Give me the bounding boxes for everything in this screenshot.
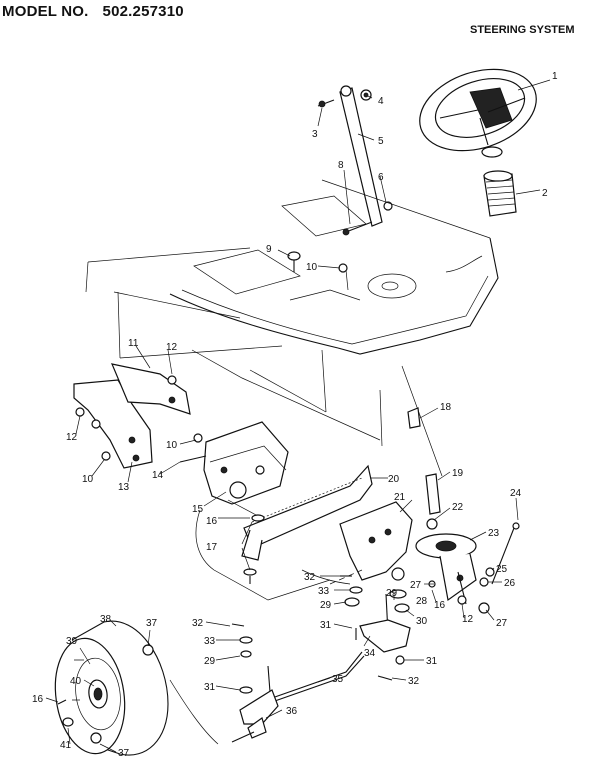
callout: 27 bbox=[496, 618, 508, 629]
frame-lines bbox=[169, 509, 351, 745]
callout-labels: 1 2 3 4 5 6 8 9 10 11 12 12 10 10 13 14 … bbox=[32, 71, 558, 759]
spindle-left bbox=[231, 623, 279, 743]
callout: 31 bbox=[204, 682, 216, 693]
lower-column-parts bbox=[407, 407, 441, 530]
steering-adapter bbox=[483, 170, 517, 217]
callout: 32 bbox=[192, 618, 204, 629]
callout: 26 bbox=[504, 578, 516, 589]
spindle-right bbox=[329, 567, 411, 681]
callout: 32 bbox=[408, 676, 420, 687]
callout: 16 bbox=[434, 600, 446, 611]
callout: 33 bbox=[204, 636, 216, 647]
callout: 12 bbox=[66, 432, 78, 443]
front-axle bbox=[227, 464, 413, 581]
callout: 29 bbox=[204, 656, 216, 667]
front-wheel bbox=[54, 620, 169, 756]
steering-wheel bbox=[419, 68, 537, 158]
model-label: MODEL NO. bbox=[2, 3, 89, 20]
callout: 13 bbox=[118, 482, 130, 493]
callout: 24 bbox=[510, 488, 522, 499]
callout: 2 bbox=[542, 188, 548, 199]
axle-support bbox=[179, 421, 289, 505]
callout: 3 bbox=[312, 129, 318, 140]
callout: 1 bbox=[552, 71, 558, 82]
callout: 37 bbox=[146, 618, 158, 629]
callout: 35 bbox=[332, 674, 344, 685]
callout: 34 bbox=[364, 648, 376, 659]
callout: 9 bbox=[266, 244, 272, 255]
shaft-hardware bbox=[317, 89, 393, 236]
dash-bolts bbox=[287, 251, 349, 291]
callout: 29 bbox=[320, 600, 332, 611]
dash-panel bbox=[85, 179, 499, 477]
tie-rod bbox=[271, 651, 365, 703]
callout: 11 bbox=[128, 338, 139, 349]
system-title: STEERING SYSTEM bbox=[470, 24, 575, 36]
model-header: MODEL NO. 502.257310 bbox=[2, 3, 198, 20]
callout: 37 bbox=[118, 748, 130, 759]
callout: 20 bbox=[388, 474, 400, 485]
callout: 19 bbox=[452, 468, 464, 479]
callout: 27 bbox=[410, 580, 422, 591]
callout: 8 bbox=[338, 160, 344, 171]
callout: 17 bbox=[206, 542, 218, 553]
callout: 28 bbox=[416, 596, 428, 607]
leader-lines bbox=[45, 79, 551, 753]
callout: 22 bbox=[452, 502, 464, 513]
callout: 10 bbox=[166, 440, 178, 451]
callout: 16 bbox=[206, 516, 218, 527]
callout: 31 bbox=[320, 620, 332, 631]
callout: 23 bbox=[488, 528, 500, 539]
callout: 25 bbox=[496, 564, 508, 575]
callout: 5 bbox=[378, 136, 384, 147]
callout: 30 bbox=[416, 616, 428, 627]
callout: 12 bbox=[462, 614, 474, 625]
callout: 33 bbox=[318, 586, 330, 597]
model-number: 502.257310 bbox=[102, 3, 184, 20]
callout: 21 bbox=[394, 492, 406, 503]
callout: 12 bbox=[166, 342, 178, 353]
callout: 6 bbox=[378, 172, 384, 183]
callout: 16 bbox=[32, 694, 44, 705]
frame-bracket-left bbox=[73, 363, 191, 469]
callout: 31 bbox=[426, 656, 438, 667]
callout: 40 bbox=[70, 676, 82, 687]
callout: 38 bbox=[100, 614, 112, 625]
callout: 18 bbox=[440, 402, 452, 413]
callout: 15 bbox=[192, 504, 204, 515]
callout: 10 bbox=[82, 474, 94, 485]
steering-shaft bbox=[339, 85, 383, 227]
callout: 39 bbox=[66, 636, 78, 647]
callout: 10 bbox=[306, 262, 318, 273]
callout: 4 bbox=[378, 96, 384, 107]
callout: 14 bbox=[152, 470, 164, 481]
callout: 41 bbox=[60, 740, 72, 751]
callout: 32 bbox=[304, 572, 316, 583]
callout: 36 bbox=[286, 706, 298, 717]
callout: 29 bbox=[386, 588, 398, 599]
pivot-hardware bbox=[243, 514, 265, 584]
